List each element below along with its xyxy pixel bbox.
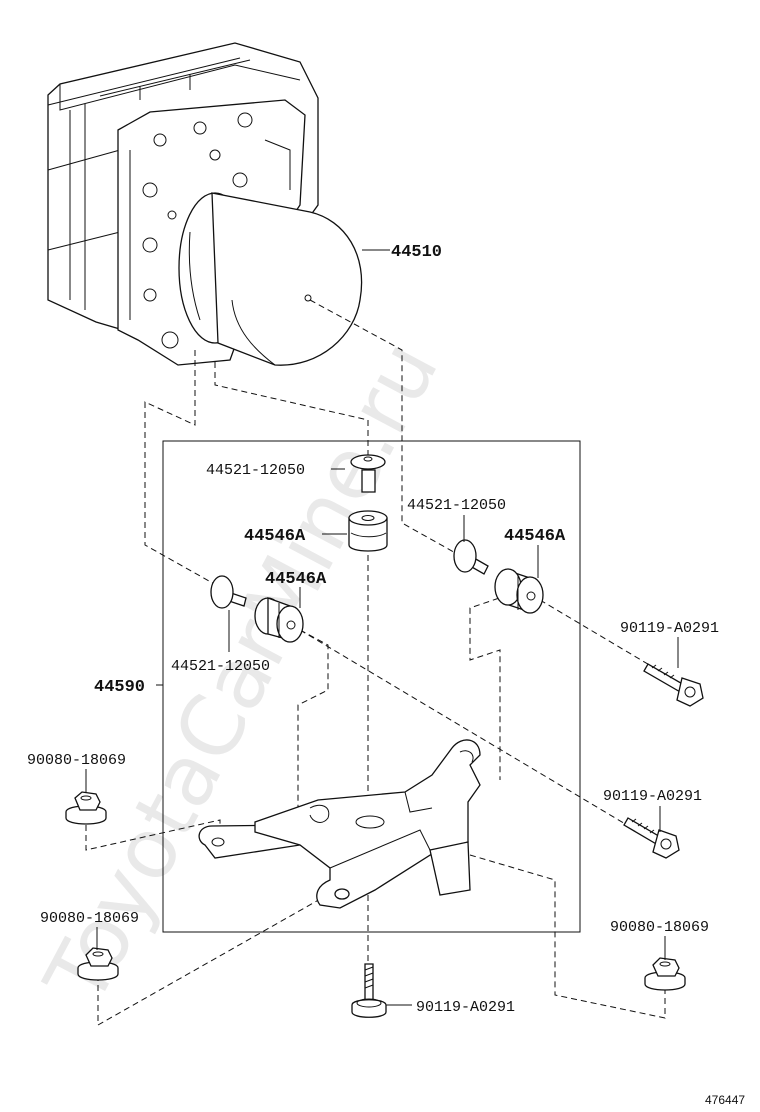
bolt-bottom	[351, 963, 387, 1018]
dash-bolt-lower-right	[299, 629, 633, 829]
label-cushion-right: 44546A	[504, 527, 566, 546]
bolt-lower-right	[623, 817, 680, 859]
nut-left-lower	[77, 947, 119, 981]
label-cushion-left: 44546A	[265, 570, 327, 589]
label-spacer-top: 44521-12050	[206, 462, 305, 479]
dash-nut-right	[469, 854, 666, 1019]
nut-right	[644, 957, 686, 991]
diagram-reference-number: 476447	[705, 1093, 745, 1107]
dash-left-cushion-down	[297, 629, 329, 835]
cushion-right	[494, 568, 544, 614]
cushion-left	[254, 597, 304, 643]
label-bolt-upper-right: 90119-A0291	[620, 620, 719, 637]
label-bolt-lower-right: 90119-A0291	[603, 788, 702, 805]
dash-right-spacer	[309, 299, 469, 561]
dash-top-spacer	[214, 362, 369, 462]
label-bracket-assy-44590: 44590	[94, 678, 145, 697]
label-spacer-left: 44521-12050	[171, 658, 270, 675]
label-spacer-right: 44521-12050	[407, 497, 506, 514]
dash-left-spacer	[144, 350, 226, 591]
label-nut-left-upper: 90080-18069	[27, 752, 126, 769]
spacer-left	[210, 575, 247, 609]
label-nut-left-lower: 90080-18069	[40, 910, 139, 927]
dash-bolt-upper-right	[539, 599, 669, 677]
mounting-bracket	[198, 739, 481, 909]
label-bolt-bottom: 90119-A0291	[416, 999, 515, 1016]
dash-right-cushion-down	[469, 594, 509, 780]
bracket-assembly-box	[162, 440, 581, 933]
spacer-right	[453, 539, 489, 575]
label-actuator-44510: 44510	[391, 243, 442, 262]
spacer-top	[350, 454, 386, 493]
abs-actuator	[47, 42, 363, 366]
nut-left-upper	[65, 791, 107, 825]
label-cushion-center: 44546A	[244, 527, 306, 546]
cushion-center	[348, 510, 388, 552]
bolt-upper-right	[643, 663, 704, 707]
label-nut-right: 90080-18069	[610, 919, 709, 936]
